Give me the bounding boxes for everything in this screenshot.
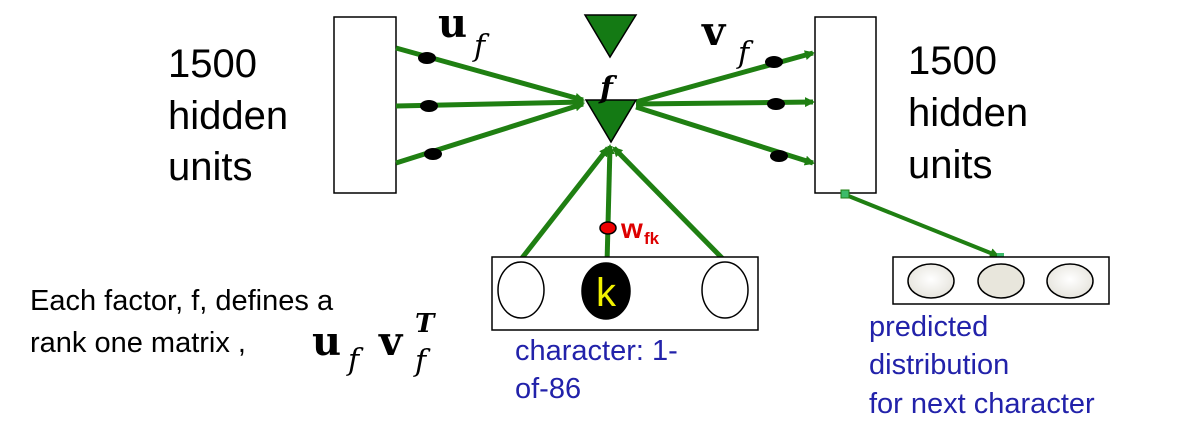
left-label-line-1: 1500 xyxy=(168,42,257,86)
input-unit-active-label: k xyxy=(596,271,617,315)
v-weight-dot-1 xyxy=(765,56,783,68)
u-f-label: u f xyxy=(438,0,490,64)
u-weight-dot-3 xyxy=(424,148,442,160)
w-fk-weight-dot xyxy=(599,221,617,235)
right-label-line-1: 1500 xyxy=(908,39,997,83)
v-weight-dot-3 xyxy=(770,150,788,162)
v-subscript: f xyxy=(736,36,754,71)
w-fk-main: w xyxy=(620,213,643,244)
caption-output-line-1: predicted xyxy=(869,311,988,343)
v-f-label: v f xyxy=(701,8,754,71)
caption-output-line-3: for next character xyxy=(869,388,1095,420)
output-unit-1 xyxy=(907,263,955,299)
u-weight-dot-2 xyxy=(420,100,438,112)
right-hidden-units-label: 1500 hidden units xyxy=(908,39,1039,187)
v-arrow-2 xyxy=(635,97,815,108)
caption-v-superscript: T xyxy=(415,309,436,339)
left-hidden-units-label: 1500 hidden units xyxy=(168,42,299,189)
caption-v-symbol: v xyxy=(378,318,404,365)
output-source-marker xyxy=(840,189,850,199)
left-hidden-layer-box xyxy=(333,16,397,194)
caption-input: character: 1- of-86 xyxy=(515,335,686,405)
output-unit-2 xyxy=(977,263,1025,299)
input-arrow-right xyxy=(612,146,725,261)
input-arrow-middle xyxy=(604,144,615,265)
w-fk-subscript: fk xyxy=(644,229,660,248)
factor-triangle-top xyxy=(583,14,638,59)
v-weight-dot-2 xyxy=(767,98,785,110)
caption-rank-one-line-1: Each factor, f, defines a xyxy=(30,285,334,317)
caption-u-subscript: f xyxy=(346,343,364,378)
left-label-line-3: units xyxy=(168,145,253,189)
output-unit-3 xyxy=(1046,263,1094,299)
input-arrow-left xyxy=(520,146,610,260)
caption-output-line-2: distribution xyxy=(869,349,1009,381)
left-label-line-2: hidden xyxy=(168,94,288,138)
caption-u-symbol: u xyxy=(312,318,341,365)
caption-rank-one-line-2: rank one matrix , xyxy=(30,327,246,359)
caption-v-subscript: f xyxy=(413,344,431,379)
right-label-line-3: units xyxy=(908,143,993,187)
caption-input-line-1: character: 1- xyxy=(515,335,678,367)
v-arrow-1 xyxy=(635,50,815,105)
caption-output: predicted distribution for next characte… xyxy=(869,311,1095,420)
right-label-line-2: hidden xyxy=(908,91,1028,135)
input-unit-left xyxy=(497,261,545,319)
input-unit-active xyxy=(581,262,631,320)
u-weight-dot-1 xyxy=(418,52,436,64)
right-hidden-layer-box xyxy=(814,16,877,194)
caption-input-line-2: of-86 xyxy=(515,373,581,405)
input-unit-right xyxy=(701,261,749,319)
u-subscript: f xyxy=(472,29,490,64)
output-arrow xyxy=(845,193,1000,258)
w-fk-label: w fk xyxy=(620,213,660,248)
v-symbol: v xyxy=(701,8,727,55)
u-symbol: u xyxy=(438,0,467,47)
factor-triangle xyxy=(584,99,638,144)
